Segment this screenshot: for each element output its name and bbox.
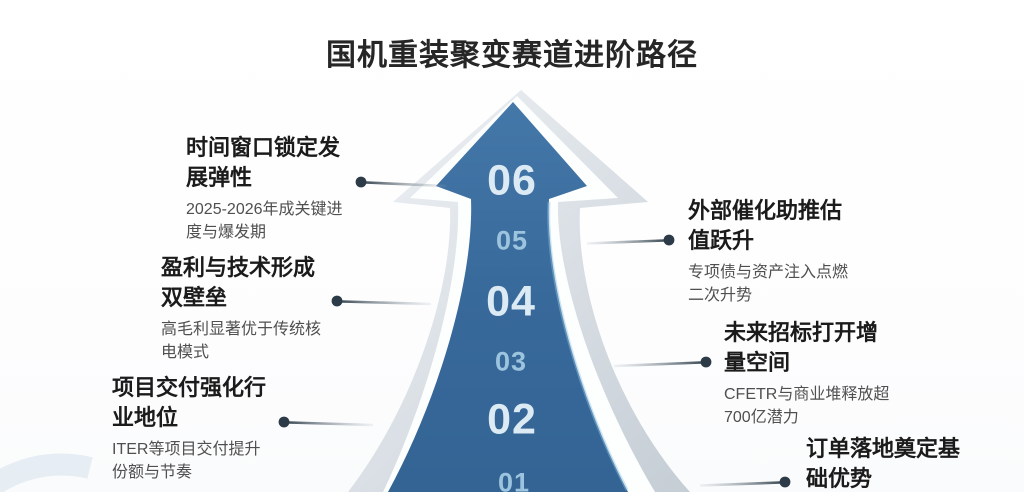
milestone-heading: 外部催化助推估值跃升: [688, 198, 843, 253]
milestone-project-delivery: 项目交付强化行业地位 ITER等项目交付提升份额与节奏: [112, 373, 272, 484]
milestone-order-landing: 订单落地奠定基础优势: [806, 434, 966, 492]
connector-dot: [663, 234, 675, 246]
milestone-sub: ITER等项目交付提升份额与节奏: [112, 440, 261, 481]
milestone-sub: CFETR与商业堆释放超700亿潜力: [724, 385, 890, 426]
level-number-04: 04: [486, 277, 536, 326]
connector-time-window: [355, 176, 447, 188]
milestone-heading: 订单落地奠定基础优势: [806, 436, 961, 491]
level-number-06: 06: [487, 156, 537, 205]
connector-dot: [278, 416, 290, 428]
level-number-02: 02: [487, 395, 537, 444]
level-number-01: 01: [497, 467, 531, 492]
level-number-05: 05: [495, 225, 529, 256]
arrow-blue-body: [388, 102, 628, 492]
connector-external-catalyst: [586, 234, 675, 246]
arrow-edge-highlight: [547, 201, 629, 491]
milestone-heading: 未来招标打开增量空间: [724, 320, 879, 375]
milestone-future-bidding: 未来招标打开增量空间 CFETR与商业堆释放超700亿潜力: [724, 318, 890, 429]
milestone-profit-tech: 盈利与技术形成双壁垒 高毛利显著优于传统核电模式: [161, 253, 327, 364]
milestone-sub: 高毛利显著优于传统核电模式: [161, 320, 322, 361]
milestone-heading: 时间窗口锁定发展弹性: [186, 135, 341, 190]
milestone-heading: 盈利与技术形成双壁垒: [161, 255, 316, 310]
milestone-time-window: 时间窗口锁定发展弹性 2025-2026年成关键进度与爆发期: [186, 133, 344, 244]
level-number-03: 03: [494, 346, 528, 377]
connector-profit-tech: [331, 295, 432, 307]
connector-dot: [355, 176, 367, 188]
milestone-sub: 2025-2026年成关键进度与爆发期: [186, 200, 343, 241]
connector-dot: [331, 295, 343, 307]
connector-order-landing: [699, 476, 791, 488]
page-title: 国机重装聚变赛道进阶路径: [326, 39, 698, 72]
connector-dot: [700, 356, 712, 368]
connector-future-bidding: [613, 356, 712, 368]
connector-dot: [779, 476, 791, 488]
milestone-heading: 项目交付强化行业地位: [112, 375, 267, 430]
connector-project-delivery: [278, 416, 374, 428]
milestone-sub: 专项债与资产注入点燃二次升势: [688, 263, 849, 304]
corner-arc-decoration: [0, 453, 93, 492]
milestone-external-catalyst: 外部催化助推估值跃升 专项债与资产注入点燃二次升势: [688, 196, 854, 307]
